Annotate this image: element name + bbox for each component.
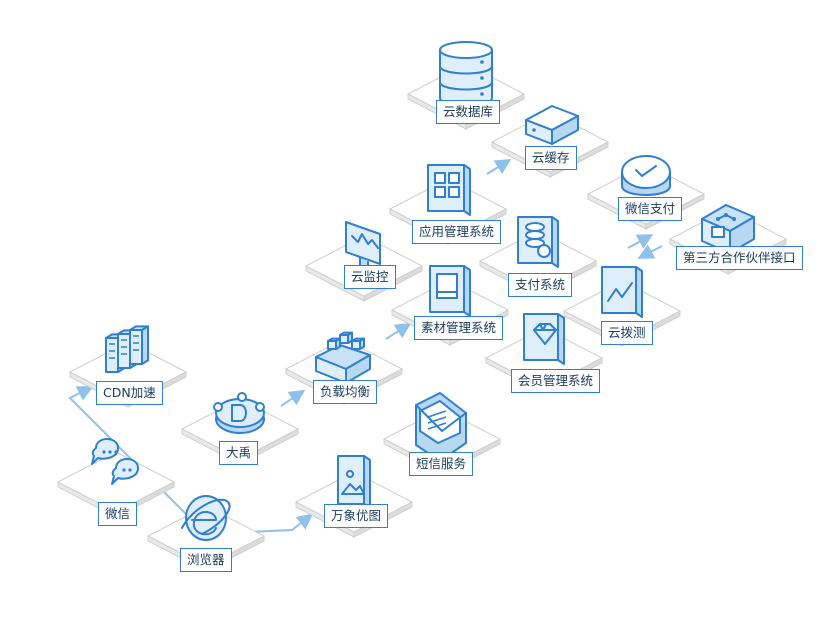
node-label-dayu: 大禹: [219, 441, 259, 465]
node-label-paysys: 支付系统: [508, 273, 573, 297]
dial-test-icon[interactable]: [601, 266, 643, 318]
cache-box-icon[interactable]: [525, 105, 579, 145]
node-label-browser: 浏览器: [180, 548, 232, 572]
edge-browser-to-cdn: [68, 386, 207, 535]
node-label-material: 素材管理系统: [414, 316, 504, 340]
shield-icon[interactable]: [213, 392, 265, 434]
node-label-dial: 云拨测: [601, 321, 653, 345]
edge-appmgmt-to-cache: [486, 158, 512, 175]
edge-wxpay-to-partner-b: [637, 244, 663, 259]
node-label-db: 云数据库: [436, 100, 501, 124]
node-label-monitor: 云监控: [344, 265, 396, 289]
node-label-lb: 负载均衡: [313, 380, 378, 404]
app-grid-icon[interactable]: [427, 164, 471, 216]
material-panel-icon[interactable]: [429, 265, 471, 317]
node-label-sms: 短信服务: [409, 452, 474, 476]
chat-bubbles-icon[interactable]: [91, 438, 139, 485]
cdn-servers-icon[interactable]: [105, 325, 149, 373]
node-label-member: 会员管理系统: [511, 369, 601, 393]
node-label-appmgmt: 应用管理系统: [412, 220, 502, 244]
node-label-cdn: CDN加速: [96, 381, 163, 405]
image-icon[interactable]: [337, 455, 371, 509]
node-label-wechat: 微信: [98, 502, 138, 526]
edge-lb-to-material: [385, 322, 412, 340]
load-balancer-icon[interactable]: [315, 331, 371, 384]
diamond-icon[interactable]: [523, 313, 565, 365]
node-label-wxpay: 微信支付: [618, 197, 683, 221]
database-icon[interactable]: [439, 41, 493, 107]
wechat-pay-icon[interactable]: [621, 155, 671, 196]
partner-interface-icon[interactable]: [701, 204, 755, 254]
node-label-cache: 云缓存: [525, 146, 577, 170]
node-label-partner: 第三方合作伙伴接口: [676, 246, 803, 270]
browser-icon[interactable]: [181, 495, 231, 541]
edge-wxpay-to-partner-a: [627, 234, 654, 249]
envelope-icon[interactable]: [415, 392, 467, 462]
edge-dayu-to-lb: [280, 389, 306, 407]
node-label-wanxiang: 万象优图: [324, 504, 389, 528]
payment-stack-icon[interactable]: [517, 216, 559, 268]
